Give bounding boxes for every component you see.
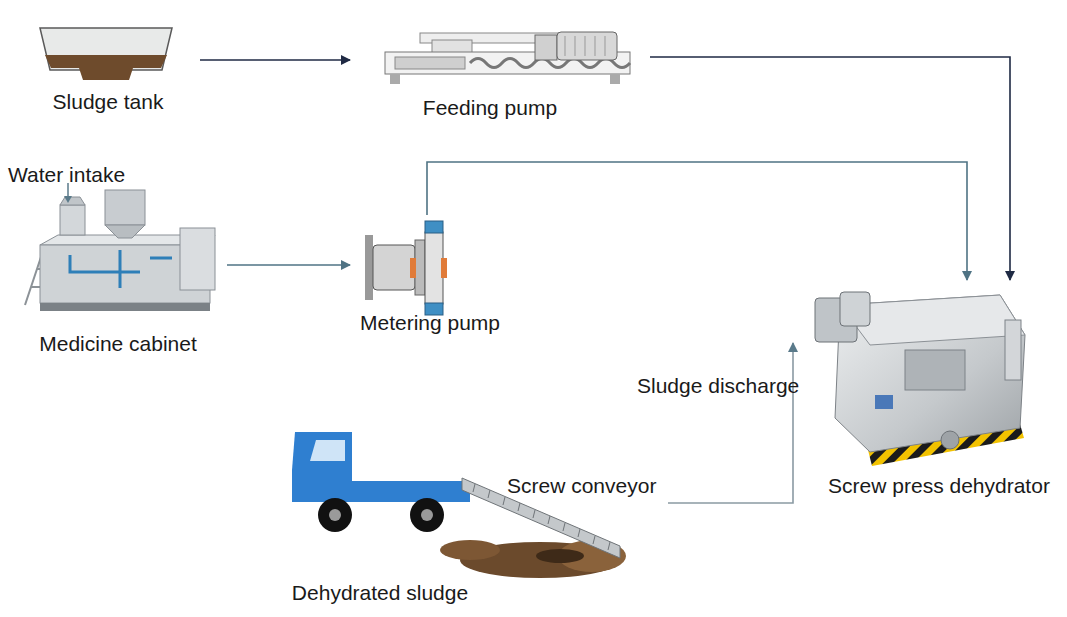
equipment-node: Sludge tank — [35, 20, 200, 115]
sludge-hole — [536, 549, 584, 563]
intake-head — [64, 196, 72, 203]
truck-chassis — [292, 493, 470, 502]
press-window — [905, 350, 965, 390]
equipment-caption: Screw press dehydrator — [828, 474, 1050, 498]
pump-bracket — [365, 235, 373, 300]
flow-arrow — [650, 57, 1010, 280]
equipment-caption: Feeding pump — [423, 96, 557, 120]
screw-press-drawing — [815, 292, 1025, 466]
flow-arrow — [668, 343, 793, 503]
sludge-tank-drawing — [40, 28, 172, 80]
pump-foot — [610, 74, 620, 84]
pump-cylinder — [373, 245, 415, 290]
flow-label: Sludge discharge — [637, 374, 799, 398]
large-hopper — [105, 190, 145, 225]
diaphragm-mark — [441, 258, 447, 278]
equipment-node: Dehydrated sludge — [280, 425, 668, 607]
diaphragm-mark — [410, 258, 416, 278]
equipment-node: Medicine cabinet — [15, 185, 227, 357]
press-logo — [875, 395, 893, 409]
motor-fins — [565, 36, 605, 56]
equipment-caption: Sludge tank — [53, 90, 164, 114]
medicine-cabinet-drawing — [25, 183, 215, 311]
flow-arrow — [200, 59, 350, 61]
equipment-node: Metering pump — [350, 215, 495, 337]
metering-pump-drawing — [365, 221, 447, 315]
wheel-hub — [329, 509, 341, 521]
pump-motor — [557, 32, 617, 60]
pump-flange — [415, 240, 425, 295]
cabinet-base — [40, 303, 210, 311]
truck-bed — [352, 481, 470, 495]
sludge-pile — [440, 540, 500, 560]
feeding-pump-drawing — [385, 32, 630, 84]
small-hopper — [60, 205, 85, 235]
truck-cab — [292, 432, 352, 493]
large-hopper-cone — [105, 225, 145, 238]
press-outlet — [941, 431, 959, 449]
press-motor — [840, 292, 870, 326]
blue-pipes — [70, 250, 172, 288]
flow-arrow — [227, 264, 350, 266]
wheel-hub — [421, 509, 433, 521]
equipment-node: Screw press dehydrator — [793, 280, 1062, 500]
note-label: Screw conveyor — [507, 474, 656, 498]
equipment-caption: Medicine cabinet — [39, 332, 197, 356]
small-hopper-cone — [60, 197, 85, 205]
note-label: Water intake — [8, 163, 125, 187]
equipment-caption: Dehydrated sludge — [292, 581, 468, 605]
truck-window — [310, 440, 345, 461]
truck-wheel — [318, 498, 352, 532]
truck-drawing — [292, 432, 470, 532]
pump-foot — [390, 74, 400, 84]
press-panel — [1005, 320, 1021, 380]
pump-gearbox — [535, 35, 557, 60]
flow-arrow — [427, 162, 967, 280]
valve-top — [425, 221, 443, 233]
control-box — [180, 228, 215, 290]
tank-sludge — [45, 55, 167, 80]
pump-head — [425, 232, 443, 304]
equipment-caption: Metering pump — [360, 311, 500, 335]
pump-shaft — [395, 57, 465, 69]
truck-wheel — [410, 498, 444, 532]
equipment-node: Feeding pump — [350, 25, 650, 125]
